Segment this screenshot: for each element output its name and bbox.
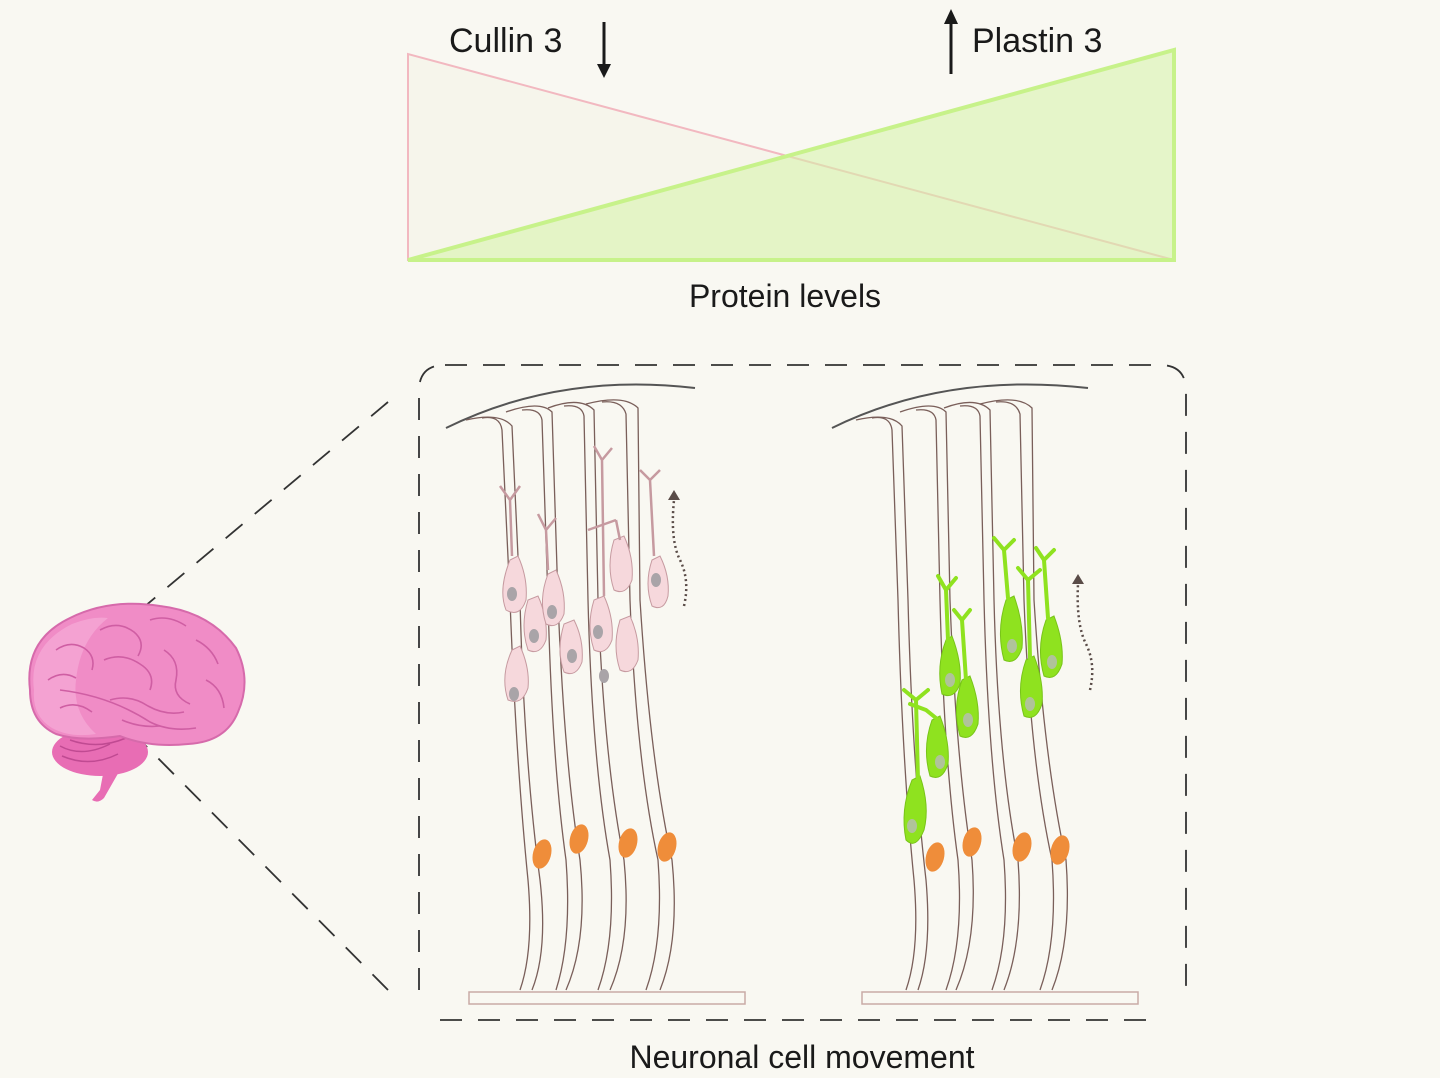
brain-icon xyxy=(28,602,246,802)
dotted-up-arrow-icon xyxy=(1072,574,1094,691)
left-panel xyxy=(445,383,746,1005)
pial-surface-left xyxy=(445,383,696,429)
green-neuron-processes xyxy=(902,536,1056,782)
radial-glia-right xyxy=(855,399,1069,991)
down-arrow-icon xyxy=(597,22,611,78)
radial-glia-left xyxy=(465,399,675,991)
pial-surface-right xyxy=(831,383,1089,429)
up-arrow-icon xyxy=(944,9,958,74)
dotted-up-arrow-icon xyxy=(668,490,688,607)
plastin3-label: Plastin 3 xyxy=(972,22,1102,60)
neuronal-movement-label: Neuronal cell movement xyxy=(629,1039,974,1075)
cullin3-label: Cullin 3 xyxy=(449,22,562,60)
green-migrating-neurons xyxy=(903,595,1063,844)
zoom-box xyxy=(137,364,1187,1021)
ventricular-base-right xyxy=(861,991,1139,1005)
orange-nuclei-right xyxy=(925,827,1070,872)
ventricular-base-left xyxy=(468,991,746,1005)
grey-nuclei-left xyxy=(507,573,661,701)
grey-nuclei-right xyxy=(907,639,1057,833)
orange-nuclei-left xyxy=(532,824,677,869)
right-panel xyxy=(831,383,1139,1005)
pink-migrating-neurons xyxy=(502,535,669,702)
protein-levels-label: Protein levels xyxy=(689,278,881,314)
pink-neuron-processes xyxy=(498,445,661,597)
protein-levels-graphic xyxy=(407,47,1176,262)
